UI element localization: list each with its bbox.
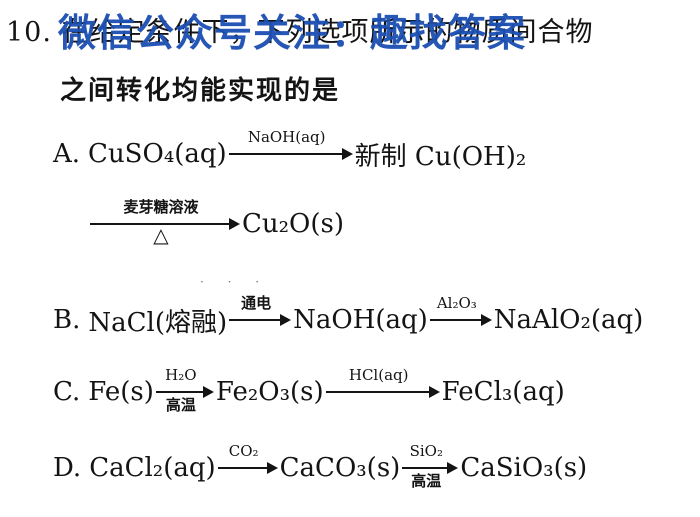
option-c-arrow1-condition: 高温	[165, 396, 196, 414]
arrow-head-icon	[229, 218, 240, 230]
option-b-product: NaAlO₂(aq)	[493, 305, 644, 335]
option-a-product1: 新制 Cu(OH)₂	[354, 141, 527, 172]
option-d-arrow1-reagent: CO₂	[228, 442, 259, 460]
option-a-arrow2: 麦芽糖溶液 △	[90, 198, 240, 250]
option-d-product: CaSiO₃(s)	[460, 453, 588, 483]
question-stem-line2: 之间转化均能实现的是	[60, 76, 341, 106]
arrow-head-icon	[480, 314, 492, 326]
option-c-product: FeCl₃(aq)	[441, 377, 565, 407]
question-stem-line1: 10. 在给定条件下，下列选项所示的物质间合物	[6, 10, 594, 49]
option-c-arrow2: HCl(aq)	[325, 366, 440, 418]
arrow-head-icon	[341, 148, 353, 160]
option-a-line2: 麦芽糖溶液 △ Cu₂O(s)	[88, 198, 344, 250]
option-d-arrow2-condition: 高温	[411, 472, 442, 490]
option-c: C. Fe(s) H₂O 高温 Fe₂O₃(s) HCl(aq) FeCl₃(a…	[53, 366, 565, 418]
option-d-arrow1: CO₂	[217, 442, 278, 494]
option-b-arrow2: Al₂O₃	[429, 294, 492, 346]
option-b-arrow1: 通电	[229, 294, 292, 346]
arrow-shaft	[228, 153, 345, 155]
arrow-shaft	[217, 467, 270, 469]
option-d-label: D.	[53, 453, 82, 483]
option-a-product2: Cu₂O(s)	[242, 209, 345, 239]
scan-speck: · · ·	[200, 275, 270, 289]
arrow-shaft	[429, 319, 484, 321]
option-b-arrow1-condition: 通电	[241, 294, 272, 312]
option-c-reactant: Fe(s)	[88, 377, 154, 407]
arrow-shaft	[90, 223, 232, 225]
watermark: 微信公众号关注：趣找答案	[58, 11, 527, 55]
option-c-arrow1: H₂O 高温	[155, 366, 214, 418]
question-number: 10.	[6, 17, 52, 48]
option-d-arrow2-reagent: SiO₂	[409, 442, 443, 460]
option-b-arrow2-reagent: Al₂O₃	[436, 294, 477, 312]
arrow-head-icon	[202, 386, 214, 398]
arrow-shaft	[229, 319, 284, 321]
arrow-head-icon	[428, 386, 440, 398]
option-a-label: A.	[53, 139, 81, 169]
arrow-head-icon	[447, 462, 459, 474]
stem-text-suffix: 物质间合物	[453, 17, 594, 48]
arrow-shaft	[325, 391, 432, 393]
option-d-arrow2: SiO₂ 高温	[402, 442, 459, 494]
arrow-head-icon	[280, 314, 292, 326]
option-d: D. CaCl₂(aq) CO₂ CaCO₃(s) SiO₂ 高温 CaSiO₃…	[53, 442, 587, 494]
stem-text-prefix: 在给定条件下，下列选项所示的	[61, 17, 454, 48]
option-c-arrow2-reagent: HCl(aq)	[348, 366, 409, 384]
option-a-reactant: CuSO₄(aq)	[88, 139, 227, 169]
option-b: B. NaCl(熔融) 通电 NaOH(aq) Al₂O₃ NaAlO₂(aq)	[53, 294, 643, 346]
option-d-mid: CaCO₃(s)	[279, 453, 401, 483]
arrow-head-icon	[266, 462, 278, 474]
option-b-reactant: NaCl(熔融)	[88, 307, 228, 338]
option-a-line1: A. CuSO₄(aq) NaOH(aq) 新制 Cu(OH)₂	[53, 128, 526, 180]
arrow-shaft	[155, 391, 206, 393]
option-b-label: B.	[53, 305, 81, 335]
option-b-mid: NaOH(aq)	[293, 305, 428, 335]
option-a-arrow1-reagent: NaOH(aq)	[247, 128, 326, 146]
option-c-mid: Fe₂O₃(s)	[215, 377, 324, 407]
heat-triangle-icon: △	[153, 223, 169, 247]
option-c-label: C.	[53, 377, 81, 407]
option-c-arrow1-reagent: H₂O	[165, 366, 197, 384]
option-a-arrow1: NaOH(aq)	[228, 128, 353, 180]
arrow-shaft	[402, 467, 451, 469]
option-d-reactant: CaCl₂(aq)	[89, 453, 216, 483]
option-a-arrow2-reagent: 麦芽糖溶液	[123, 198, 199, 216]
